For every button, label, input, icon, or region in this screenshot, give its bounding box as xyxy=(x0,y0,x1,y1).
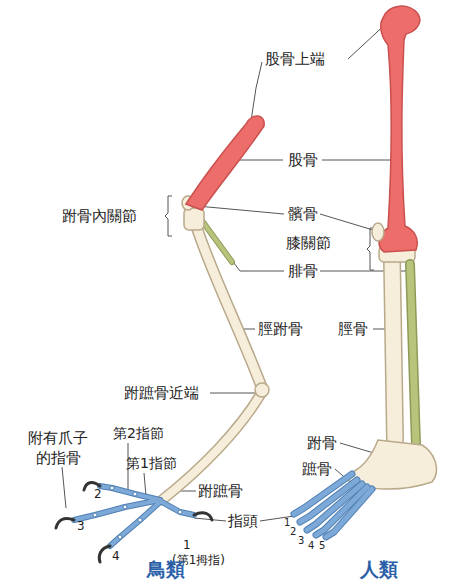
fibula-outline xyxy=(410,264,416,445)
toes xyxy=(74,486,194,546)
ankle-joint xyxy=(255,383,269,397)
leader-line xyxy=(320,214,373,230)
toe-outlines xyxy=(74,486,194,546)
tarsometatarsus-outline xyxy=(162,392,262,500)
part-label: 股骨 xyxy=(288,151,318,169)
tibia xyxy=(392,258,395,440)
toe xyxy=(100,486,160,500)
tibia-outline xyxy=(392,258,395,440)
toe xyxy=(110,502,160,546)
callout-number: 1 xyxy=(284,517,290,529)
toe xyxy=(74,500,160,520)
part-label: 跗蹠骨近端 xyxy=(124,384,199,402)
joint xyxy=(110,486,114,490)
fibula xyxy=(410,264,416,445)
femur xyxy=(379,6,420,252)
tarsometatarsus xyxy=(162,392,262,500)
joint xyxy=(118,535,122,539)
fibula xyxy=(200,218,232,262)
joint xyxy=(93,513,97,517)
metatarsal xyxy=(316,487,367,535)
part-label: 膝關節 xyxy=(286,234,331,252)
part-label: 股骨上端 xyxy=(265,50,325,68)
claws xyxy=(56,483,212,562)
part-label: 蹠骨 xyxy=(302,460,332,478)
callout-number: 2 xyxy=(290,526,296,538)
toe xyxy=(100,486,160,500)
part-label: 髕骨 xyxy=(288,205,318,223)
joint xyxy=(178,510,182,514)
metatarsals xyxy=(294,474,372,537)
joint xyxy=(133,492,137,496)
part-label: 第2指節 xyxy=(113,425,164,442)
part-label: 腓骨 xyxy=(288,262,318,280)
callout-number: 3 xyxy=(298,535,304,547)
callout-number: 4 xyxy=(112,549,120,563)
leader-lines xyxy=(62,20,408,521)
tibiotarsus xyxy=(196,225,262,388)
toe xyxy=(162,502,194,515)
claw xyxy=(99,546,110,562)
callout-number: 1 xyxy=(183,538,191,552)
part-label: 脛跗骨 xyxy=(258,320,303,338)
callout-number: 2 xyxy=(94,487,102,501)
leader-line xyxy=(322,160,398,161)
joint xyxy=(123,505,127,509)
metatarsal-outlines xyxy=(294,474,372,537)
claw xyxy=(56,518,74,528)
fibula-outline xyxy=(200,218,232,262)
part-label: 第1指節 xyxy=(126,455,177,472)
leader-line xyxy=(62,467,66,508)
group-title: 鳥類 xyxy=(147,558,185,581)
callout-number: 4 xyxy=(308,540,314,552)
knee-bone xyxy=(184,208,204,230)
toe-joints xyxy=(93,486,182,539)
part-label: 脛骨 xyxy=(338,320,368,338)
metatarsal xyxy=(326,489,372,537)
part-label: 跗骨 xyxy=(307,434,337,452)
part-label: 跗蹠骨 xyxy=(198,482,243,500)
tibiotarsus-outline xyxy=(196,225,262,388)
leader-line xyxy=(144,473,146,496)
toe xyxy=(162,502,194,515)
leader-line xyxy=(210,393,256,394)
bird-leg xyxy=(56,116,269,562)
claw xyxy=(194,513,212,520)
femur xyxy=(186,116,264,210)
leader-line xyxy=(251,62,262,121)
leader-line xyxy=(207,228,284,271)
part-label: 附有爪子 的指骨 xyxy=(22,428,94,469)
group-title: 人類 xyxy=(360,558,398,581)
part-label: 跗骨內關節 xyxy=(62,207,137,225)
part-label: 指頭 xyxy=(228,512,258,530)
callout-number: 3 xyxy=(77,519,85,533)
bracket xyxy=(165,196,172,236)
leader-line xyxy=(197,206,284,214)
callout-number: 5 xyxy=(319,540,325,552)
patella xyxy=(372,223,384,241)
joint xyxy=(138,518,142,522)
